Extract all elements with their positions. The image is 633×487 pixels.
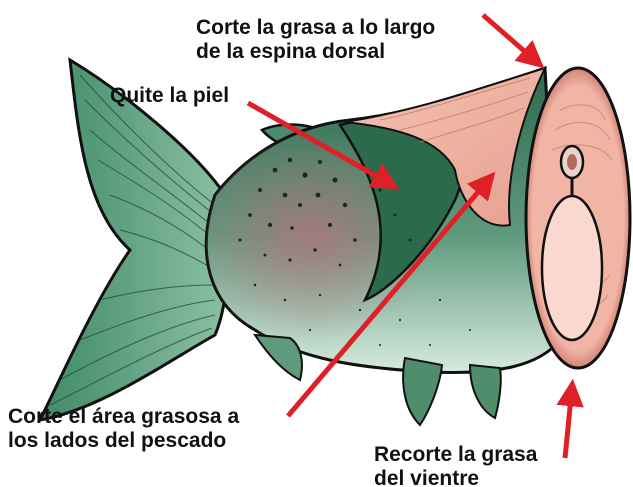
tail-fin [40,60,229,420]
belly-cavity [542,196,602,340]
anal-fin [403,358,442,425]
pelvic-fin [255,335,302,380]
arrow-backbone-fat [483,15,538,63]
label-side-fat: Corte el área grasosa a los lados del pe… [8,405,239,453]
arrow-belly-fat [565,387,572,458]
label-remove-skin: Quite la piel [110,84,229,108]
label-belly-fat: Recorte la grasa del vientre [374,443,537,487]
label-backbone-fat: Corte la grasa a lo largo de la espina d… [196,16,435,64]
belly-fin [470,365,501,418]
